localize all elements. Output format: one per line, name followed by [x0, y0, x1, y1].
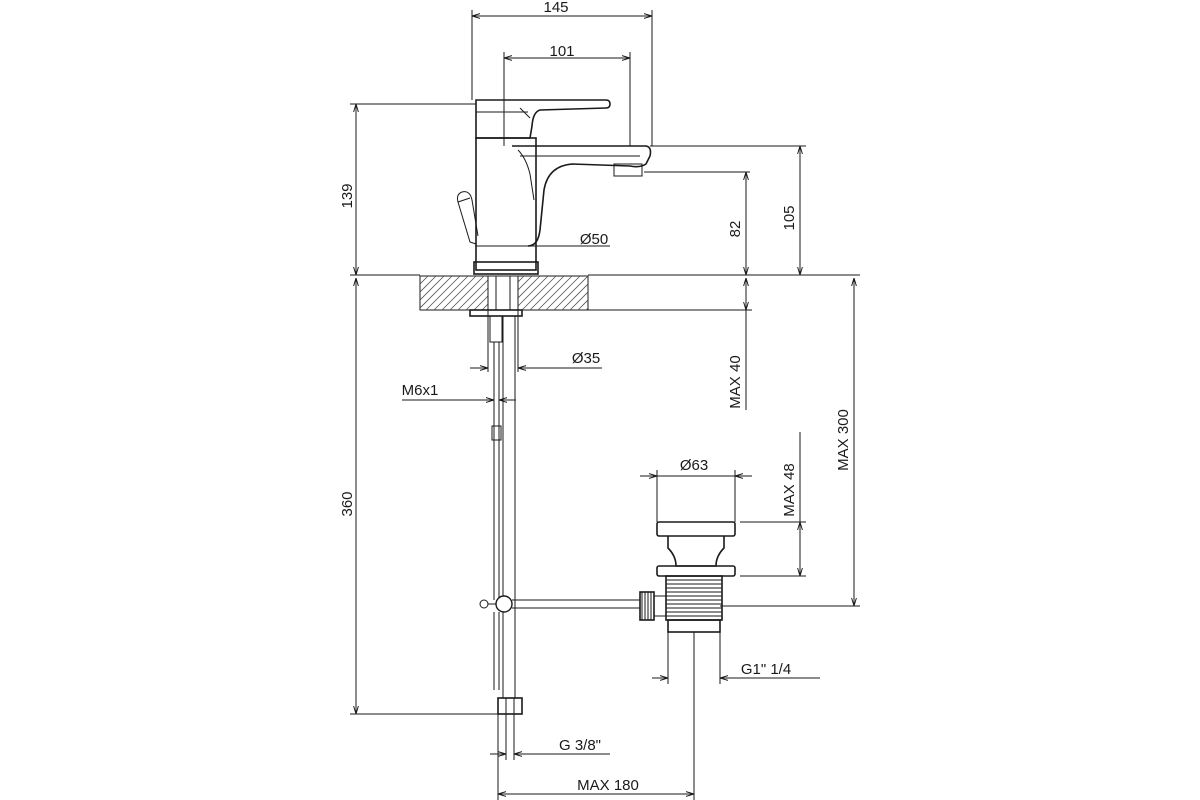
- waste-side-body: [653, 595, 667, 617]
- hatch-line: [425, 276, 461, 310]
- fixing-nut: [469, 309, 523, 317]
- popup-lever: [457, 191, 479, 245]
- dimension-labels: 145 101 139 Ø50 82 105 Ø35 M6x1 MAX 40 3…: [339, 0, 852, 794]
- dim-label-139: 139: [339, 183, 356, 208]
- waste-thread-lines: [666, 579, 722, 617]
- hatch-line: [577, 299, 588, 310]
- hatch-line: [561, 283, 588, 310]
- waste-body-upper: [667, 536, 725, 567]
- waste-plug-cap: [656, 521, 736, 537]
- faucet-body: [457, 99, 652, 275]
- dimension-lines: [350, 10, 860, 800]
- spout: [512, 145, 652, 247]
- aerator: [613, 163, 643, 177]
- waste-thread-body: [665, 575, 723, 621]
- hatch-line: [618, 276, 652, 310]
- dim-label-101: 101: [549, 43, 574, 60]
- waste-assembly: [639, 521, 736, 633]
- hatch-line: [545, 276, 581, 310]
- hatch-line: [420, 276, 429, 285]
- lever-detail-curve: [519, 107, 531, 119]
- dim-label-360: 360: [339, 491, 356, 516]
- dim-label-max40: MAX 40: [727, 355, 744, 408]
- countertop-section: [419, 275, 652, 311]
- dim-label-145: 145: [543, 0, 568, 16]
- lever-handle: [475, 99, 611, 139]
- hoses: [479, 316, 640, 715]
- hatch-line: [537, 276, 573, 310]
- dim-label-g1-1-4: G1" 1/4: [741, 661, 791, 678]
- hatch-line: [602, 276, 636, 310]
- hatch-line: [420, 276, 421, 277]
- countertop-hatching: [420, 276, 652, 310]
- dim-label-d35: Ø35: [572, 350, 600, 367]
- hose-nut: [497, 697, 523, 715]
- rod-connector: [491, 425, 502, 441]
- faucet-base: [473, 261, 539, 275]
- shank-hole: [488, 276, 518, 310]
- dim-label-m6x1: M6x1: [402, 382, 439, 399]
- hatch-line: [521, 276, 557, 310]
- hatch-line: [457, 276, 493, 310]
- dim-label-max48: MAX 48: [781, 463, 798, 516]
- fixing-rod-top: [489, 315, 503, 343]
- side-nut-knurl: [641, 592, 652, 620]
- hatch-line: [449, 276, 485, 310]
- hatch-line: [569, 291, 588, 310]
- dim-label-max180: MAX 180: [577, 777, 639, 794]
- hatch-line: [420, 276, 453, 309]
- hatch-line: [513, 276, 549, 310]
- hatch-line: [585, 307, 588, 310]
- spout-inner-curve: [517, 149, 535, 201]
- waste-flange: [656, 565, 736, 577]
- hatch-line: [441, 276, 477, 310]
- dim-label-g3-8: G 3/8": [559, 737, 601, 754]
- hatch-line: [594, 276, 628, 310]
- hatch-line: [433, 276, 469, 310]
- fixing-assembly: [469, 275, 523, 343]
- linkage-clip: [495, 595, 513, 613]
- dim-label-d50: Ø50: [580, 231, 608, 248]
- hatch-line: [529, 276, 565, 310]
- dim-label-max300: MAX 300: [835, 409, 852, 471]
- hatch-line: [420, 276, 437, 293]
- dim-label-82: 82: [727, 221, 744, 238]
- hatch-line: [610, 276, 644, 310]
- hatch-line: [553, 276, 588, 310]
- linkage-pin: [479, 599, 489, 609]
- dim-label-d63: Ø63: [680, 457, 708, 474]
- dim-label-105: 105: [781, 205, 798, 230]
- body-column: [475, 137, 537, 271]
- hatch-line: [420, 276, 445, 301]
- popup-lever-tip: [457, 197, 471, 203]
- waste-tail: [667, 619, 721, 633]
